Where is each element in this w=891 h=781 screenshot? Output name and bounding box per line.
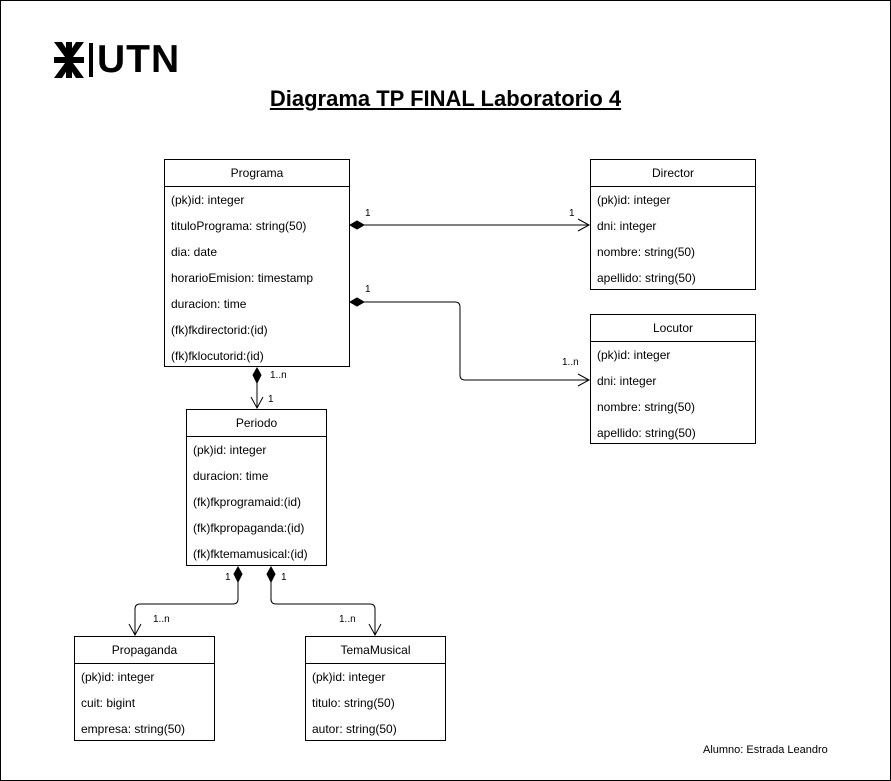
mult-periodo-propaganda-from: 1 <box>225 572 231 583</box>
entity-propaganda[interactable]: Propaganda (pk)id: integer cuit: bigint … <box>74 636 215 741</box>
attribute: titulo: string(50) <box>312 696 395 710</box>
attribute: (pk)id: integer <box>171 193 245 207</box>
entity-periodo[interactable]: Periodo (pk)id: integer duracion: time (… <box>186 409 327 566</box>
attribute: (fk)fkprogramaid:(id) <box>193 495 302 509</box>
mult-programa-periodo-to: 1 <box>268 394 274 405</box>
mult-programa-director-from: 1 <box>365 208 371 219</box>
entity-header: Periodo <box>187 410 326 437</box>
entity-header: TemaMusical <box>306 637 445 664</box>
entity-header: Director <box>591 160 755 187</box>
attribute: duracion: time <box>171 297 247 311</box>
attribute: (fk)fktemamusical:(id) <box>193 547 308 561</box>
attribute: apellido: string(50) <box>597 271 696 285</box>
attribute: autor: string(50) <box>312 722 397 736</box>
attribute: tituloPrograma: string(50) <box>171 219 307 233</box>
attribute: (fk)fkpropaganda:(id) <box>193 521 305 535</box>
attribute: (fk)fklocutorid:(id) <box>171 349 264 363</box>
attribute: empresa: string(50) <box>81 722 186 736</box>
attribute: duracion: time <box>193 469 269 483</box>
entity-header: Propaganda <box>75 637 214 664</box>
attribute: (pk)id: integer <box>597 348 671 362</box>
attribute: cuit: bigint <box>81 696 136 710</box>
utn-emblem-icon <box>54 42 84 78</box>
entity-temamusical[interactable]: TemaMusical (pk)id: integer titulo: stri… <box>305 636 446 741</box>
attribute: horarioEmision: timestamp <box>171 271 314 285</box>
logo-text: UTN <box>97 38 181 81</box>
mult-programa-locutor-from: 1 <box>365 284 371 295</box>
entity-locutor[interactable]: Locutor (pk)id: integer dni: integer nom… <box>590 314 756 444</box>
logo-divider <box>89 43 93 77</box>
attribute: dia: date <box>171 245 218 259</box>
attribute: nombre: string(50) <box>597 400 696 414</box>
attribute: (pk)id: integer <box>81 670 155 684</box>
attribute: dni: integer <box>597 219 657 233</box>
mult-periodo-temamusical-from: 1 <box>281 572 287 583</box>
entity-header: Locutor <box>591 315 755 342</box>
entity-director[interactable]: Director (pk)id: integer dni: integer no… <box>590 159 756 290</box>
author-label: Alumno: Estrada Leandro <box>703 744 828 756</box>
mult-periodo-temamusical-to: 1..n <box>339 614 356 625</box>
mult-programa-periodo-from: 1..n <box>270 370 287 381</box>
attribute: (fk)fkdirectorid:(id) <box>171 323 268 337</box>
utn-logo: UTN <box>54 38 181 81</box>
entity-header: Programa <box>165 160 349 187</box>
mult-programa-locutor-to: 1..n <box>562 357 579 368</box>
attribute: (pk)id: integer <box>193 443 267 457</box>
mult-programa-director-to: 1 <box>569 208 575 219</box>
attribute: (pk)id: integer <box>312 670 386 684</box>
mult-periodo-propaganda-to: 1..n <box>153 614 170 625</box>
attribute: nombre: string(50) <box>597 245 696 259</box>
attribute: dni: integer <box>597 374 657 388</box>
attribute: (pk)id: integer <box>597 193 671 207</box>
attribute: apellido: string(50) <box>597 426 696 440</box>
diagram-title: Diagrama TP FINAL Laboratorio 4 <box>269 86 622 111</box>
entity-programa[interactable]: Programa (pk)id: integer tituloPrograma:… <box>164 159 350 367</box>
